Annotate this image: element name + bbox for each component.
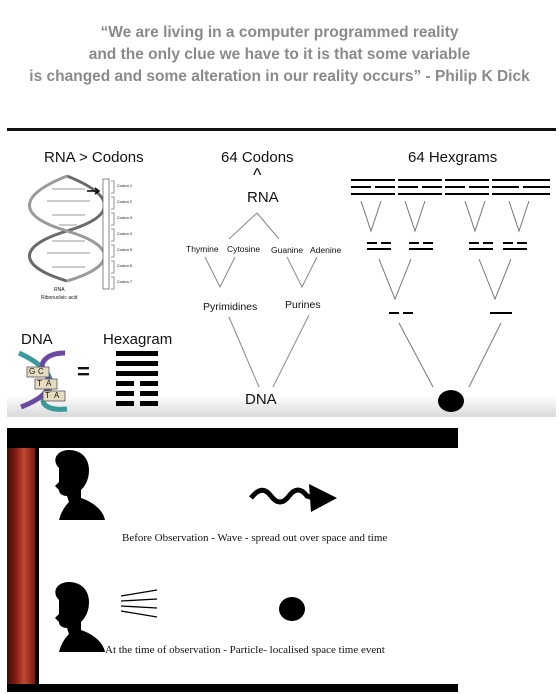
hexagram-tree-lines (360, 200, 530, 388)
equals-sign: = (77, 359, 90, 384)
codon-hexagram-diagram: RNA > Codons 64 Codons 64 Hexgrams ^ RNA… (7, 128, 556, 417)
sight-lines-icon (120, 589, 158, 618)
pyrimidines-label: Pyrimidines (203, 301, 258, 313)
dna-base-letter: T (45, 391, 50, 400)
quote-line-2: and the only clue we have to it is that … (88, 46, 471, 63)
thymine-label: Thymine (186, 244, 219, 254)
hexagram-icon (116, 351, 158, 406)
slide-left-edge (7, 448, 35, 684)
codon-label: Codon 6 (117, 263, 133, 268)
slide-bottom-bar (7, 684, 458, 692)
dna-base-letter: A (54, 391, 60, 400)
codon-label: Codon 3 (117, 215, 133, 220)
quote-line-1: “We are living in a computer programmed … (100, 24, 459, 41)
cytosine-label: Cytosine (227, 244, 261, 254)
codon-label: Codon 2 (117, 199, 133, 204)
dna-bottom-label: DNA (245, 391, 277, 408)
hexagram-rows (351, 179, 550, 195)
codon-label: Codon 7 (117, 279, 133, 284)
slide-top-bar (7, 428, 458, 448)
digram-lines (367, 242, 527, 314)
purines-label: Purines (285, 299, 321, 311)
wave-arrow-icon (249, 487, 314, 505)
codons-64-title: 64 Codons (221, 149, 294, 166)
dna-base-letter: A (46, 379, 52, 388)
hexgrams-64-title: 64 Hexgrams (408, 149, 498, 166)
particle-dot (279, 597, 305, 621)
codon-tree-lines (204, 212, 318, 388)
hexagram-label: Hexagram (103, 331, 173, 348)
observation-slide: Before Observation - Wave - spread out o… (7, 428, 458, 692)
slide-left-divider (35, 448, 39, 684)
helix-caption-ribonucleic: Ribonucleic acid (41, 295, 78, 301)
dna-helix-icon (17, 350, 68, 412)
codon-label: Codon 4 (117, 231, 133, 236)
wave-caption: Before Observation - Wave - spread out o… (122, 532, 388, 544)
codon-label: Codon 1 (117, 183, 133, 188)
rna-helix-illustration (28, 174, 115, 290)
dna-base-letter: C (38, 367, 44, 376)
guanine-label: Guanine (271, 245, 304, 255)
dna-base-letter: G (29, 367, 36, 376)
adenine-label: Adenine (310, 245, 342, 255)
dna-base-letter: T (37, 379, 42, 388)
wave-arrowhead (309, 484, 337, 512)
rna-codons-title: RNA > Codons (44, 149, 144, 166)
caret-up-glyph: ^ (253, 165, 262, 185)
quote-text: “We are living in a computer programmed … (0, 22, 559, 88)
slide-graphics (55, 450, 337, 652)
rna-label: RNA (247, 189, 279, 206)
dna-left-label: DNA (21, 331, 53, 348)
particle-caption: At the time of observation - Particle- l… (105, 644, 385, 656)
head-silhouette-icon (55, 450, 105, 520)
bottom-gradient (7, 395, 556, 417)
quote-line-3: is changed and some alteration in our re… (29, 68, 530, 85)
diagram-graphics (17, 174, 550, 412)
helix-caption-rna: RNA (54, 287, 65, 293)
head-silhouette-icon (55, 582, 105, 652)
black-dot (438, 390, 464, 412)
codon-label: Codon 5 (117, 247, 133, 252)
